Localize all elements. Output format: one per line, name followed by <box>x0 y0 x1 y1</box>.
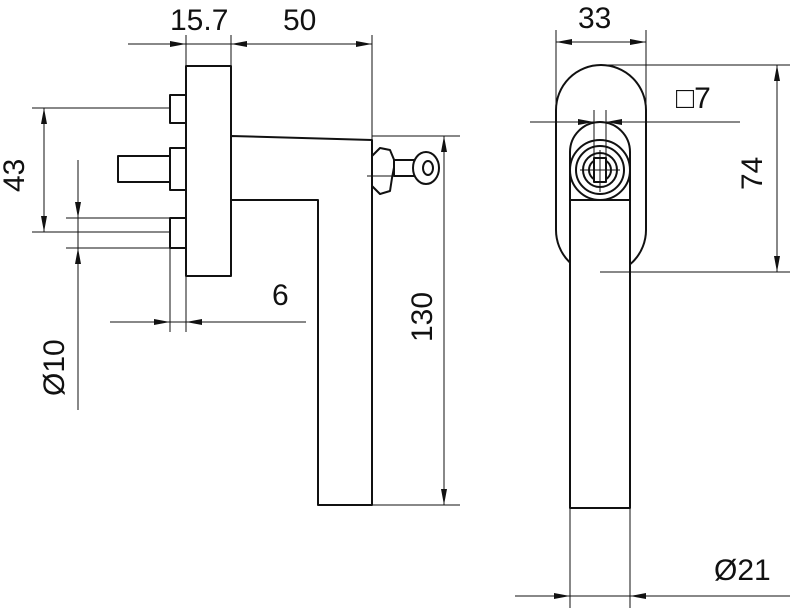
upper-pin <box>169 94 187 124</box>
dimension-50: 50 <box>283 4 316 37</box>
handle-lever <box>230 135 373 506</box>
lower-pin <box>169 217 187 249</box>
key-hole <box>422 160 434 176</box>
dimension-43: 43 <box>0 159 31 192</box>
spindle-collar <box>169 147 187 191</box>
base-plate <box>185 65 232 277</box>
dimension-15-7: 15.7 <box>170 4 228 37</box>
dimension-square-7: □7 <box>676 82 711 115</box>
dimension-74: 74 <box>736 157 769 190</box>
dimension-dia-10: Ø10 <box>38 339 71 396</box>
dimension-33: 33 <box>578 2 611 35</box>
lever-front <box>569 177 631 509</box>
spindle <box>117 155 171 183</box>
dimension-dia-21: Ø21 <box>714 554 771 587</box>
side-view: 15.7 50 43 Ø10 6 130 <box>0 4 460 506</box>
dimension-6: 6 <box>272 279 289 312</box>
dimension-130: 130 <box>406 292 439 342</box>
front-view: 33 □7 74 Ø21 <box>515 2 790 608</box>
lock-cylinder-side <box>371 147 396 195</box>
